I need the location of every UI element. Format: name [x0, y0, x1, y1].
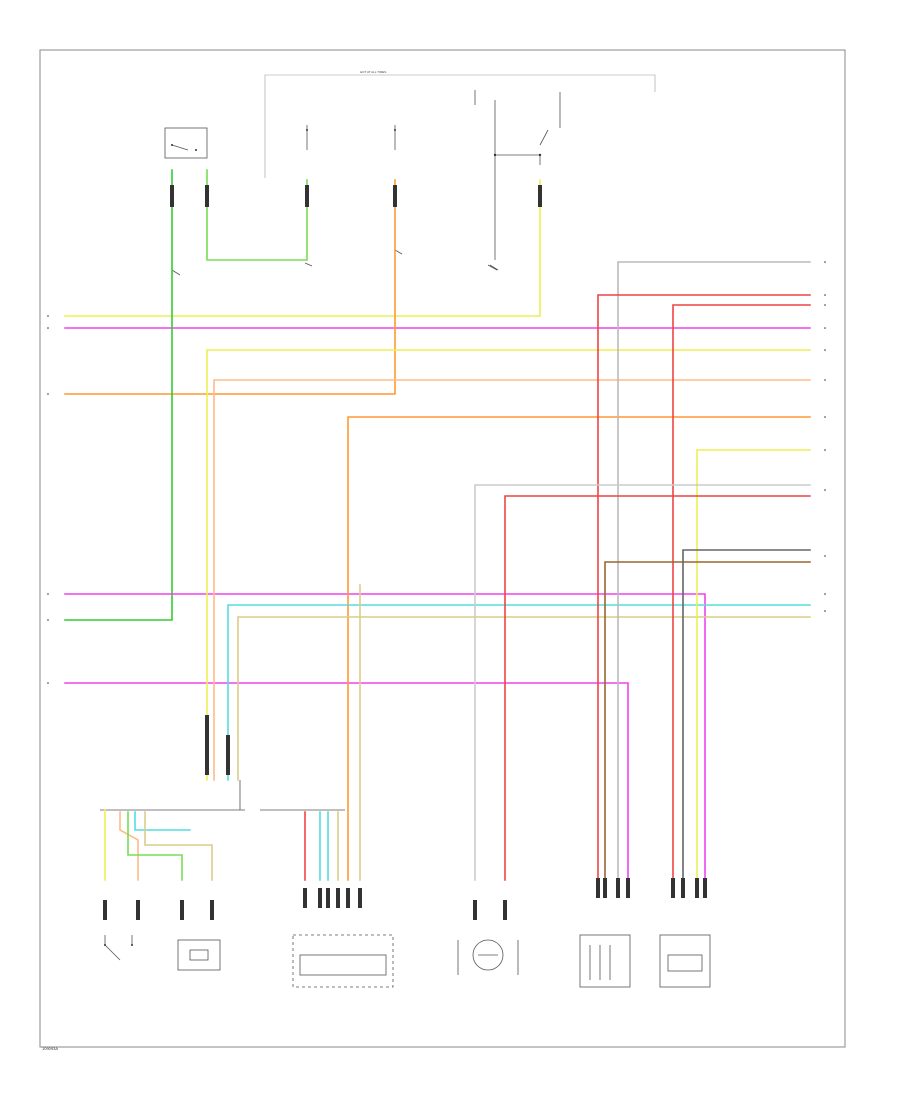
- wire-yellow-3: [696, 449, 811, 881]
- switch-icon: [104, 935, 133, 961]
- wire-yellow-2: [206, 349, 811, 781]
- wire-violet-3: [64, 682, 629, 881]
- sensor-icon: [579, 934, 631, 988]
- wire-red-3: [504, 495, 811, 881]
- bottom-connectors: [103, 878, 707, 920]
- component-fuse-1: [306, 125, 308, 150]
- wire-low-orange: [119, 811, 139, 881]
- wire-black-1: [682, 549, 811, 881]
- wire-gray-2: [474, 484, 811, 881]
- ground-symbols: [171, 249, 499, 276]
- bus-line-top: [264, 74, 656, 178]
- right-terminals: [824, 261, 826, 612]
- sensor-icon-2: [659, 934, 711, 988]
- left-terminals: [47, 315, 49, 684]
- module-icon: [292, 934, 394, 988]
- wire-low-tan: [144, 811, 213, 881]
- wire-brown-1: [604, 561, 811, 881]
- bus-title: HOT AT ALL TIMES: [360, 70, 386, 74]
- footer-code: 109093A: [42, 1046, 58, 1051]
- diagram-frame: [39, 49, 846, 1048]
- wire-red-1: [597, 294, 811, 881]
- wire-cyan-1: [227, 604, 811, 781]
- wire-green-2: [206, 169, 308, 261]
- component-left-box: [164, 127, 208, 159]
- wire-tan-1: [237, 616, 811, 781]
- wire-orange-2: [347, 416, 811, 881]
- relay-icon: [177, 939, 221, 971]
- wire-low-cyan: [134, 811, 191, 831]
- wire-orange-1: [64, 179, 396, 395]
- top-connectors: [170, 185, 542, 775]
- wire-yellow-1: [64, 179, 541, 317]
- motor-icon: [457, 939, 519, 975]
- component-fuse-2: [394, 125, 396, 150]
- component-switch-top: [474, 90, 561, 271]
- splice-bar-left: [100, 780, 245, 811]
- wire-gray-1: [617, 261, 811, 881]
- wire-pink-1: [213, 379, 811, 781]
- wire-green-1: [64, 169, 173, 621]
- wire-red-2: [672, 304, 811, 881]
- wire-low-green: [127, 811, 183, 881]
- wire-violet-2: [64, 593, 706, 881]
